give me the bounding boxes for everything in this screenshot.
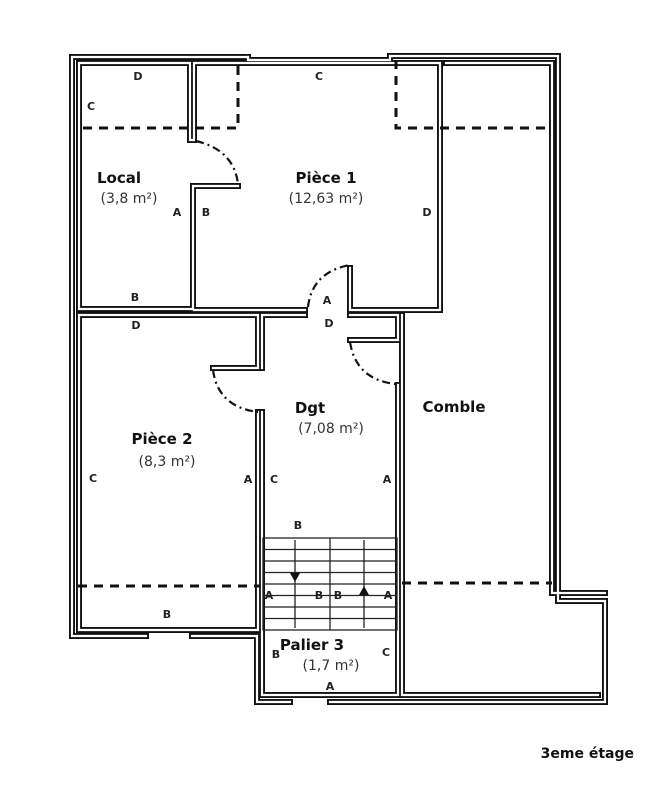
down-arrow-icon	[290, 573, 300, 582]
room-piece2-area: (8,3 m²)	[139, 454, 196, 470]
wall	[246, 54, 392, 62]
wall-label: B	[334, 589, 342, 602]
wall-label: C	[270, 473, 278, 486]
wall-label: C	[87, 100, 95, 113]
stairs	[262, 537, 398, 631]
wall-label: B	[315, 589, 323, 602]
wall-label: C	[315, 70, 323, 83]
wall-label: A	[244, 473, 253, 486]
wall-label: A	[323, 294, 332, 307]
wall	[69, 53, 608, 705]
wall	[70, 54, 607, 704]
wall-label: B	[294, 519, 302, 532]
room-labels: Local (3,8 m²) Pièce 1 (12,63 m²) Pièce …	[97, 169, 486, 674]
room-piece1-name: Pièce 1	[295, 169, 356, 187]
wall-label: B	[131, 291, 139, 304]
up-arrow-icon	[359, 586, 369, 595]
room-comble-name: Comble	[423, 398, 486, 416]
wall-label: A	[173, 206, 182, 219]
wall	[260, 313, 400, 697]
wall	[443, 60, 608, 596]
wall-label: D	[324, 317, 333, 330]
wall-label: D	[131, 319, 140, 332]
walls	[69, 53, 608, 705]
wall	[76, 312, 261, 633]
doors	[195, 139, 397, 414]
wall	[77, 313, 260, 632]
room-local-name: Local	[97, 169, 141, 187]
wall	[444, 61, 607, 595]
wall-label: B	[202, 206, 210, 219]
room-dgt-name: Dgt	[295, 399, 325, 417]
wall-label: C	[382, 646, 390, 659]
room-local-area: (3,8 m²)	[101, 191, 158, 207]
room-piece2-name: Pièce 2	[131, 430, 192, 448]
room-piece1-area: (12,63 m²)	[289, 191, 364, 207]
wall	[77, 61, 240, 311]
wall	[400, 313, 600, 697]
wall-label: A	[384, 589, 393, 602]
wall	[192, 61, 442, 312]
wall-label: B	[272, 648, 280, 661]
room-dgt-area: (7,08 m²)	[298, 421, 364, 437]
wall-label: C	[89, 472, 97, 485]
wall-label: B	[163, 608, 171, 621]
floor-label: 3eme étage	[541, 746, 634, 762]
wall-label: A	[383, 473, 392, 486]
wall	[399, 312, 601, 698]
wall-label: D	[133, 70, 142, 83]
wall-letters: D C A B C B D A D C A B D C A B A B B A …	[87, 70, 432, 693]
room-palier-name: Palier 3	[280, 636, 344, 654]
wall-label: A	[326, 680, 335, 693]
room-palier-area: (1,7 m²)	[303, 658, 360, 674]
attic-limits	[78, 60, 552, 588]
wall-label: A	[265, 589, 274, 602]
wall-label: D	[422, 206, 431, 219]
